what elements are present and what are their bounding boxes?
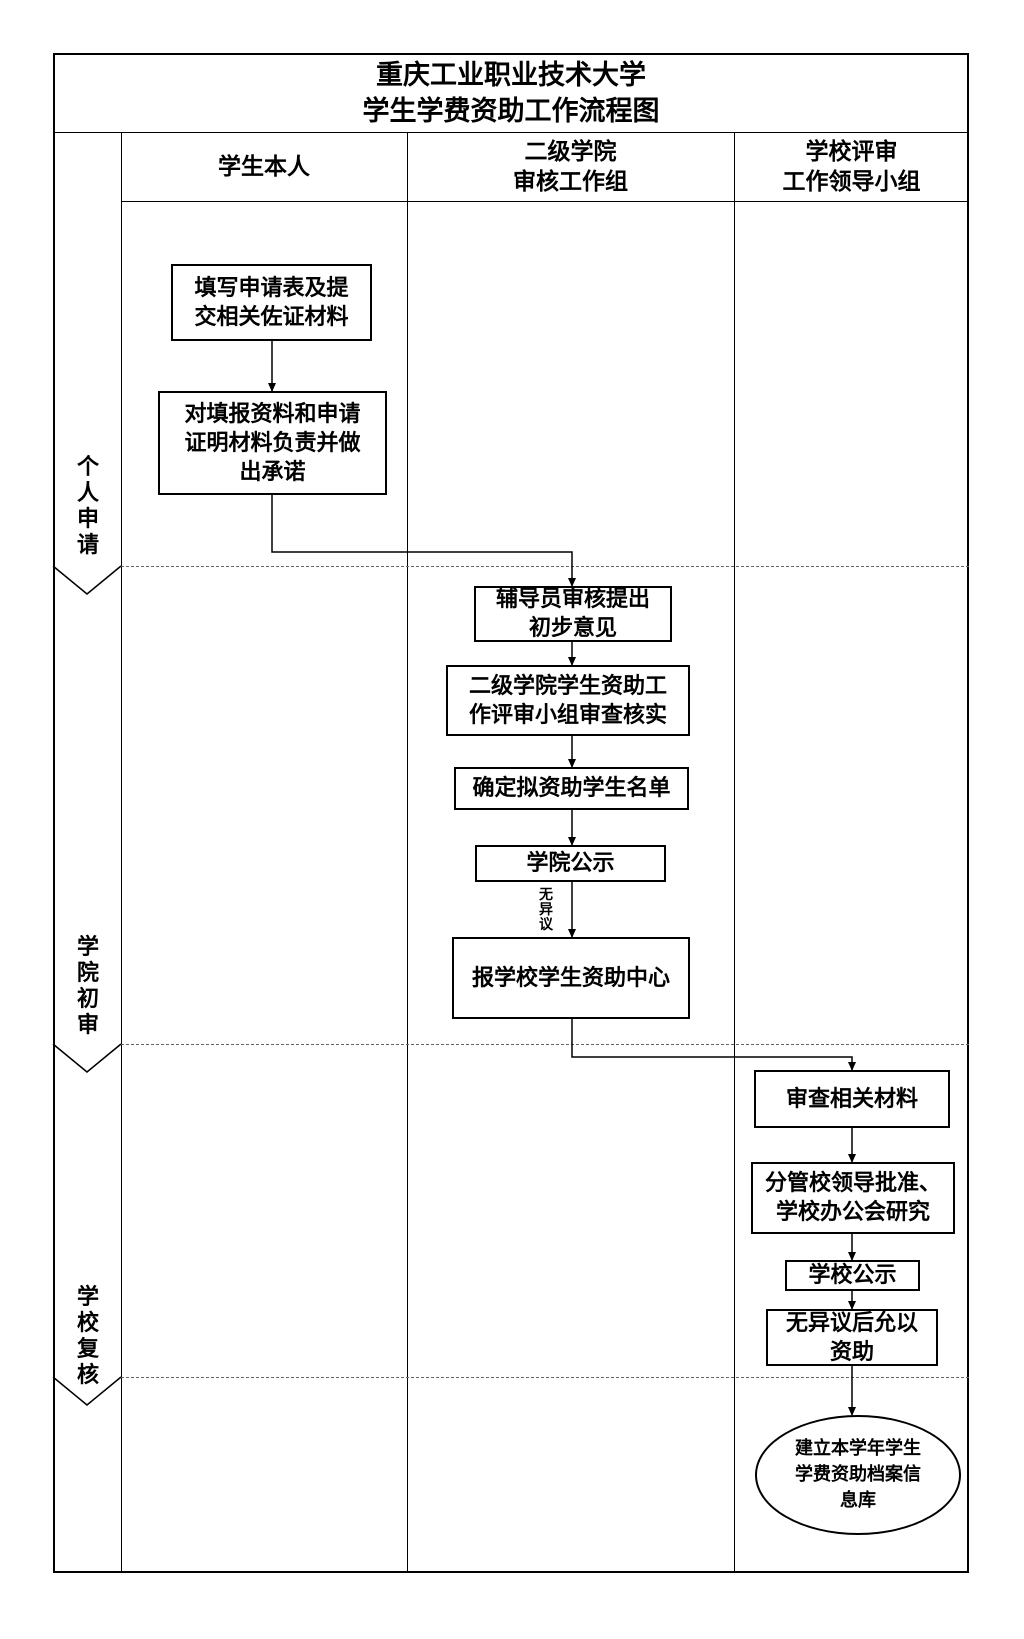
node-line: 辅导员审核提出 (495, 587, 650, 612)
edge-label-char: 无 (539, 887, 553, 903)
node-line: 填写申请表及提 (194, 275, 349, 301)
node-line: 学校公示 (808, 1263, 897, 1288)
edge-label-char: 异 (539, 902, 553, 918)
phase-chevron-1 (52, 565, 122, 595)
node-school-publicity: 学校公示 (785, 1260, 920, 1291)
lane-divider-1 (407, 132, 408, 1573)
phase-char: 复 (76, 1337, 99, 1362)
phase-char: 审 (76, 1013, 99, 1038)
column-header-college: 二级学院 审核工作组 (407, 132, 734, 201)
arrow-commit-to-counselor (271, 495, 576, 587)
node-college-committee-review: 二级学院学生资助工 作评审小组审查核实 (446, 665, 690, 736)
node-leader-approval: 分管校领导批准、 学校办公会研究 (751, 1162, 955, 1234)
node-line: 交相关佐证材料 (194, 304, 349, 330)
phase-char: 初 (76, 987, 99, 1012)
node-line: 息库 (840, 1490, 876, 1511)
column-header-college-line2: 审核工作组 (513, 168, 628, 195)
node-grant-aid: 无异议后允以 资助 (766, 1309, 938, 1366)
column-header-school-line2: 工作领导小组 (782, 168, 921, 195)
node-line: 审查相关材料 (785, 1086, 918, 1112)
header-divider (121, 201, 969, 202)
node-line: 学校办公会研究 (775, 1200, 930, 1225)
phase-label-college-review: 学 院 初 审 (73, 935, 103, 1039)
chart-title: 重庆工业职业技术大学 学生学费资助工作流程图 (53, 58, 969, 130)
phase-char: 学 (76, 935, 99, 960)
node-line: 建立本学年学生 (795, 1438, 921, 1459)
node-line: 作评审小组审查核实 (468, 702, 667, 728)
phase-separator-1 (121, 566, 969, 567)
phase-chevron-2 (52, 1043, 122, 1073)
column-header-student: 学生本人 (121, 132, 407, 201)
node-line: 分管校领导批准、 (764, 1171, 941, 1196)
flowchart-frame (53, 53, 969, 1573)
node-line: 证明材料负责并做 (184, 430, 361, 456)
title-line-1: 重庆工业职业技术大学 (376, 60, 646, 91)
phase-char: 请 (76, 533, 99, 558)
phase-char: 院 (76, 961, 99, 986)
node-line: 初步意见 (528, 616, 617, 641)
column-header-college-line1: 二级学院 (524, 138, 617, 165)
node-line: 资助 (829, 1339, 874, 1365)
node-line: 出承诺 (239, 459, 306, 485)
arrow-report-to-check (571, 1019, 856, 1071)
node-line: 学院公示 (526, 851, 615, 876)
edge-label-no-objection: 无 异 议 (536, 888, 556, 933)
phase-char: 人 (76, 481, 99, 506)
phase-char: 核 (76, 1363, 99, 1388)
node-fill-application: 填写申请表及提 交相关佐证材料 (171, 264, 372, 341)
node-archive-database: 建立本学年学生 学费资助档案信 息库 (755, 1415, 961, 1535)
node-line: 报学校学生资助中心 (471, 965, 670, 991)
node-check-materials: 审查相关材料 (754, 1070, 950, 1128)
node-line: 二级学院学生资助工 (468, 673, 667, 699)
phase-chevron-3 (52, 1376, 122, 1406)
column-header-student-line1: 学生本人 (218, 153, 310, 180)
title-divider (53, 132, 969, 133)
node-line: 确定拟资助学生名单 (472, 776, 671, 801)
phase-char: 个 (76, 455, 99, 480)
column-header-school: 学校评审 工作领导小组 (734, 132, 969, 201)
node-report-center: 报学校学生资助中心 (452, 937, 690, 1019)
phase-char: 申 (76, 507, 99, 532)
node-confirm-list: 确定拟资助学生名单 (454, 767, 689, 810)
phase-char: 学 (76, 1285, 99, 1310)
node-line: 对填报资料和申请 (184, 401, 361, 427)
phase-char: 校 (76, 1311, 99, 1336)
phase-label-school-review: 学 校 复 核 (73, 1285, 103, 1389)
node-counselor-review: 辅导员审核提出 初步意见 (474, 586, 672, 642)
phase-label-apply: 个 人 申 请 (73, 455, 103, 559)
node-college-publicity: 学院公示 (475, 845, 666, 882)
phase-separator-3 (121, 1377, 969, 1378)
edge-label-char: 议 (539, 917, 553, 933)
node-line: 学费资助档案信 (795, 1464, 921, 1485)
node-line: 无异议后允以 (785, 1310, 918, 1336)
phase-column-divider (121, 132, 122, 1573)
phase-separator-2 (121, 1044, 969, 1045)
node-commitment: 对填报资料和申请 证明材料负责并做 出承诺 (158, 391, 387, 495)
title-line-2: 学生学费资助工作流程图 (362, 96, 660, 127)
column-header-school-line1: 学校评审 (805, 138, 898, 165)
lane-divider-2 (734, 132, 735, 1573)
